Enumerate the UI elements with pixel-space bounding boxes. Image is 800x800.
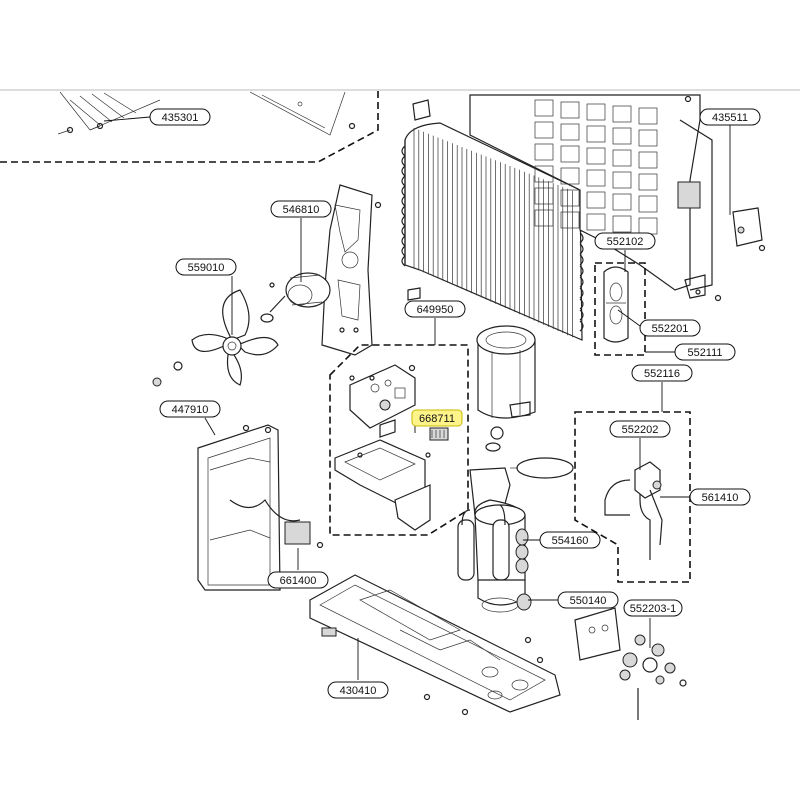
callout-447910[interactable]: 447910 — [159, 400, 221, 418]
callout-label: 552102 — [607, 236, 644, 248]
callout-649950[interactable]: 649950 — [404, 300, 466, 318]
callout-546810[interactable]: 546810 — [270, 200, 332, 218]
callout-label: 559010 — [188, 262, 225, 274]
callout-label: 554160 — [552, 535, 589, 547]
callout-label: 561410 — [702, 492, 739, 504]
callout-label: 552111 — [687, 347, 722, 359]
part-668711-component — [429, 427, 449, 441]
callout-label: 550140 — [570, 595, 607, 607]
callout-554160[interactable]: 554160 — [539, 531, 601, 549]
callout-label: 649950 — [417, 304, 454, 316]
base-pan-430410 — [309, 574, 561, 716]
callout-668711[interactable]: 668711 — [411, 409, 463, 427]
propeller-fan — [152, 289, 279, 387]
callout-label: 552202 — [622, 424, 659, 436]
callout-552102[interactable]: 552102 — [594, 232, 656, 250]
callout-661400[interactable]: 661400 — [267, 571, 329, 589]
callout-430410[interactable]: 430410 — [327, 681, 389, 699]
leader-lines — [103, 116, 731, 680]
fan-motor — [269, 272, 331, 313]
coil-clip — [412, 99, 431, 121]
motor-bracket — [321, 184, 382, 356]
callout-label: 552116 — [644, 368, 680, 380]
callout-label: 546810 — [283, 204, 320, 216]
callout-label: 668711 — [419, 413, 455, 425]
callout-label: 435301 — [162, 112, 199, 124]
control-box-group — [329, 344, 469, 536]
callout-435301[interactable]: 435301 — [149, 108, 211, 126]
callout-435511[interactable]: 435511 — [699, 108, 761, 126]
service-valves — [574, 607, 687, 720]
condenser-coil — [401, 122, 584, 341]
callout-552202[interactable]: 552202 — [609, 420, 671, 438]
callout-561410[interactable]: 561410 — [689, 488, 751, 506]
part-435511-panel — [732, 207, 766, 252]
callout-552201[interactable]: 552201 — [639, 319, 701, 337]
callout-label: 552203-1 — [630, 603, 677, 615]
valve-group-552116 — [574, 411, 691, 583]
callout-label: 430410 — [340, 685, 377, 697]
coil-bracket — [407, 287, 421, 301]
callout-label: 552201 — [652, 323, 689, 335]
callout-layer: 435301 435511 546810 559010 552102 55220… — [149, 108, 761, 699]
callout-label: 447910 — [172, 404, 209, 416]
accumulator-cover — [476, 325, 536, 419]
valve-box-552111 — [594, 262, 646, 356]
callout-550140[interactable]: 550140 — [557, 591, 619, 609]
callout-552111[interactable]: 552111 — [674, 343, 736, 361]
cabinet-top-left — [0, 90, 379, 163]
side-panel-447910 — [197, 424, 324, 591]
callout-552203-1[interactable]: 552203-1 — [623, 599, 683, 617]
callout-552116[interactable]: 552116 — [631, 364, 693, 382]
callout-559010[interactable]: 559010 — [175, 258, 237, 276]
callout-label: 435511 — [712, 112, 748, 124]
callout-label: 661400 — [280, 575, 317, 587]
compressor-piping — [457, 426, 574, 613]
